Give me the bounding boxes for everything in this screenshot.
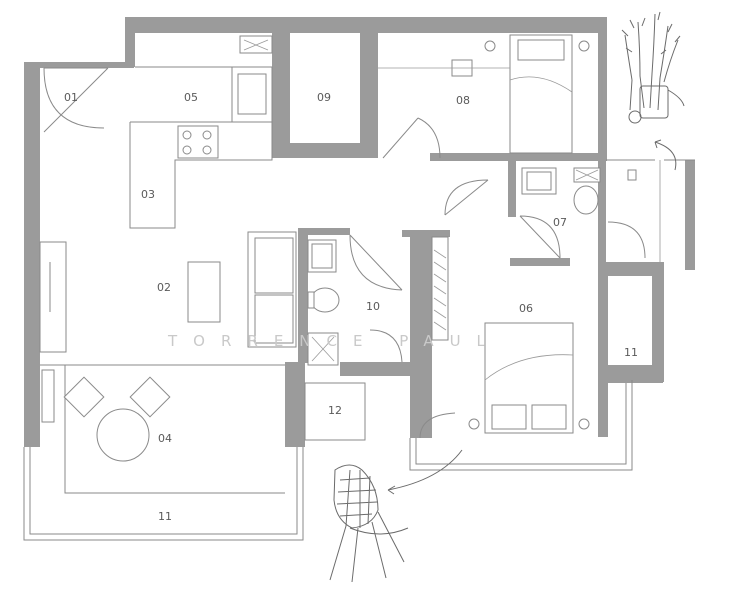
- arrow-curve-icon: [387, 449, 463, 495]
- room-label-05: 05: [184, 91, 198, 104]
- room-labels: 01 05 09 08 03 07 02 10 06 11 12 04 11: [64, 91, 638, 523]
- room-label-01: 01: [64, 91, 78, 104]
- lounge-chair-icon: [329, 464, 409, 583]
- room-label-02: 02: [157, 281, 171, 294]
- room-label-09: 09: [317, 91, 331, 104]
- room-label-08: 08: [456, 94, 470, 107]
- watermark-text: TORRENCE PAUL: [167, 332, 501, 350]
- room-label-03: 03: [141, 188, 155, 201]
- doors: [43, 67, 646, 439]
- arrow-curve-icon: [654, 139, 677, 171]
- lavender-plant-icon: [621, 11, 685, 124]
- room-label-12: 12: [328, 404, 342, 417]
- room-label-07: 07: [553, 216, 567, 229]
- room-label-04: 04: [158, 432, 172, 445]
- room-label-11-balcony: 11: [158, 510, 172, 523]
- outlines: [23, 34, 695, 541]
- room-label-06: 06: [519, 302, 533, 315]
- walls: [24, 17, 695, 447]
- room-label-11-side: 11: [624, 346, 638, 359]
- room-label-10: 10: [366, 300, 380, 313]
